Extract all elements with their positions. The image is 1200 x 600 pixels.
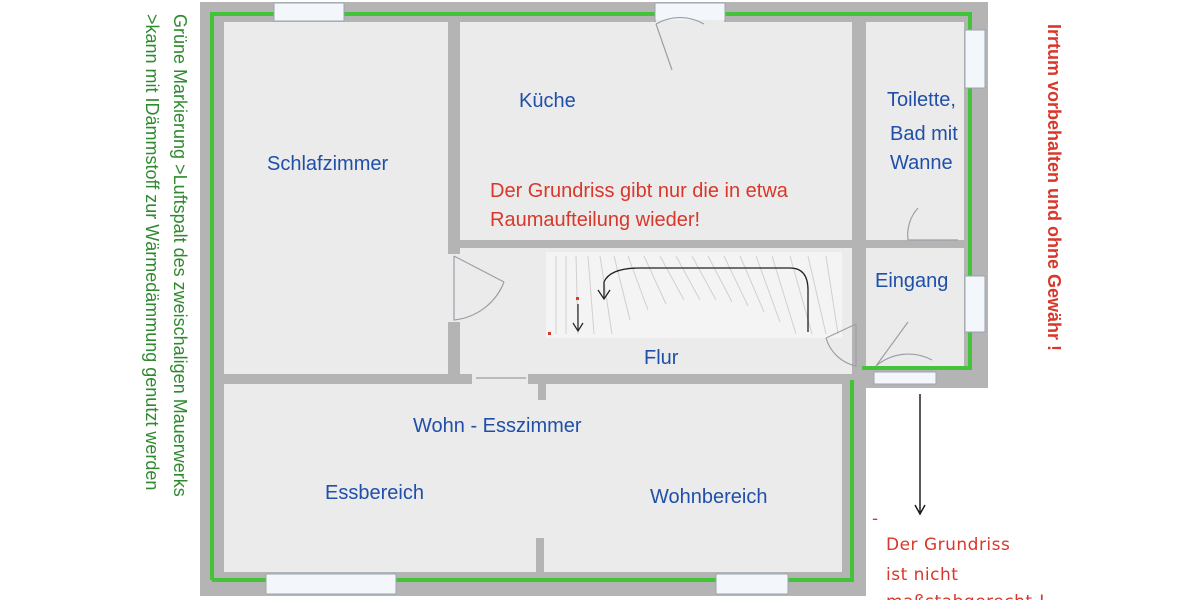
label-eingang: Eingang (875, 270, 948, 292)
wall-stub (536, 538, 544, 578)
window (964, 29, 986, 89)
window (273, 2, 345, 22)
room-wohn-esszimmer (224, 384, 842, 572)
window (964, 275, 986, 333)
label-toilette-1: Toilette, (887, 89, 956, 111)
insulation-marking-top (210, 12, 972, 580)
note-scale-dash: - (872, 509, 879, 529)
wall-structure (200, 2, 988, 596)
arrow-down-icon (597, 289, 611, 301)
window (715, 573, 789, 595)
arrow-down-icon (914, 504, 926, 516)
note-scale-line3: maßstabgerecht ! (886, 592, 1046, 600)
room-toilette (866, 22, 964, 240)
doors (448, 17, 958, 386)
insulation-marking-bottom (212, 380, 854, 582)
window (265, 573, 397, 595)
label-toilette-2: Bad mit (890, 123, 958, 145)
label-wohnbereich: Wohnbereich (650, 486, 767, 508)
label-schlafzimmer: Schlafzimmer (267, 153, 388, 175)
windows (265, 2, 986, 595)
note-scale-line1: Der Grundriss (886, 535, 1010, 555)
window (873, 371, 937, 385)
label-essbereich: Essbereich (325, 482, 424, 504)
label-toilette-3: Wanne (890, 152, 953, 174)
label-flur: Flur (644, 347, 679, 369)
side-note-green-line2: >kann mit IDämmstoff zur Wärmedämmung ge… (142, 14, 162, 490)
room-kueche (460, 22, 852, 240)
label-kueche: Küche (519, 90, 576, 112)
room-schlafzimmer (224, 22, 448, 374)
side-note-disclaimer: Irrtum vorbehalten und ohne Gewähr ! (1044, 24, 1064, 351)
room-eingang (866, 248, 964, 368)
side-note-green-line1: Grüne Markierung >Luftspalt des zweischa… (170, 14, 190, 497)
label-wohn-esszimmer: Wohn - Esszimmer (413, 415, 582, 437)
note-approximate-line2: Raumaufteilung wieder! (490, 209, 700, 231)
arrow-down-icon (572, 322, 584, 333)
wall-stub (538, 380, 546, 400)
note-scale-line2: ist nicht (886, 565, 958, 585)
note-approximate-line1: Der Grundriss gibt nur die in etwa (490, 180, 789, 202)
stair-direction-line (603, 267, 809, 332)
staircase (546, 252, 842, 338)
